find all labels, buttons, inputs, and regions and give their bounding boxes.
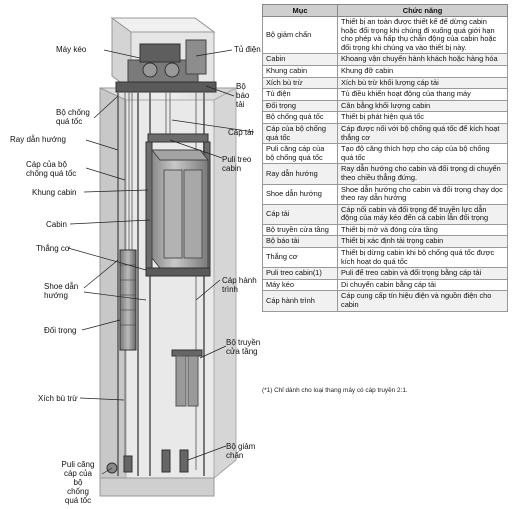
table-cell-item: Cáp hành trình	[263, 291, 338, 311]
table-cell-item: Xích bù trừ	[263, 77, 338, 89]
table-cell-function: Xích bù trừ khối lượng cáp tải	[338, 77, 508, 89]
table-cell-item: Cáp của bộ chống quá tốc	[263, 123, 338, 143]
table-cell-function: Tạo độ căng thích hợp cho cáp của bộ chố…	[338, 144, 508, 164]
table-cell-function: Khoang vận chuyển hành khách hoặc hàng h…	[338, 54, 508, 66]
label-bo-truyen-cua-tang: Bộ truyền cửa tầng	[226, 338, 260, 356]
table-cell-function: Thiết bị an toàn được thiết kế để dừng c…	[338, 17, 508, 54]
label-thang-co: Thắng cơ	[36, 244, 70, 253]
table-row: Đối trọngCân bằng khối lượng cabin	[263, 100, 508, 112]
table-cell-item: Shoe dẫn hướng	[263, 184, 338, 204]
table-cell-function: Khung đỡ cabin	[338, 65, 508, 77]
table-cell-function: Ray dẫn hướng cho cabin và đối trọng di …	[338, 164, 508, 184]
table-cell-item: Bộ truyền cửa tầng	[263, 224, 338, 236]
label-may-keo: Máy kéo	[56, 45, 86, 54]
label-shoe-dan-huong: Shoe dẫn hướng	[44, 282, 78, 300]
label-cap-bo-chong-qua-toc: Cáp của bộ chống quá tốc	[26, 160, 76, 178]
label-cap-tai: Cáp tải	[228, 128, 253, 137]
label-bo-chong-qua-toc: Bộ chống quá tốc	[56, 108, 90, 126]
label-cabin: Cabin	[46, 220, 67, 229]
table-cell-item: Đối trọng	[263, 100, 338, 112]
component-table-wrap: Mục Chức năng Bộ giảm chấnThiết bị an to…	[262, 4, 508, 312]
table-cell-function: Thiết bị phát hiện quá tốc	[338, 112, 508, 124]
label-khung-cabin: Khung cabin	[32, 188, 76, 197]
table-cell-item: Máy kéo	[263, 279, 338, 291]
table-cell-function: Cáp nối cabin và đối trọng để truyền lực…	[338, 204, 508, 224]
table-cell-item: Bộ giảm chấn	[263, 17, 338, 54]
table-cell-function: Cân bằng khối lượng cabin	[338, 100, 508, 112]
label-puli-treo-cabin: Puli treo cabin	[222, 155, 251, 173]
car	[146, 134, 210, 276]
table-cell-item: Puli treo cabin(1)	[263, 268, 338, 280]
elevator-diagram: Máy kéo Tủ điện Bộ báo tải Bộ chống quá …	[0, 0, 262, 504]
table-row: Máy kéoDi chuyển cabin bằng cáp tải	[263, 279, 508, 291]
table-cell-function: Thiết bị mở và đóng cửa tầng	[338, 224, 508, 236]
table-cell-item: Puli căng cáp của bộ chống quá tốc	[263, 144, 338, 164]
label-cap-hanh-trinh: Cáp hành trình	[222, 276, 257, 294]
label-tu-dien: Tủ điện	[234, 45, 261, 54]
table-row: Bộ báo tảiThiết bị xác định tải trọng ca…	[263, 236, 508, 248]
table-row: Khung cabinKhung đỡ cabin	[263, 65, 508, 77]
table-row: Thắng cơThiết bị dừng cabin khi bộ chống…	[263, 248, 508, 268]
table-cell-item: Cáp tải	[263, 204, 338, 224]
table-row: Cáp tảiCáp nối cabin và đối trọng để tru…	[263, 204, 508, 224]
label-bo-bao-tai: Bộ báo tải	[236, 82, 249, 109]
component-table: Mục Chức năng Bộ giảm chấnThiết bị an to…	[262, 4, 508, 312]
table-row: Bộ giảm chấnThiết bị an toàn được thiết …	[263, 17, 508, 54]
table-cell-item: Tủ điện	[263, 89, 338, 101]
table-row: Cáp hành trìnhCáp cung cấp tín hiệu điện…	[263, 291, 508, 311]
table-cell-function: Cáp được nối với bộ chống quá tốc để kíc…	[338, 123, 508, 143]
table-row: Shoe dẫn hướngShoe dẫn hướng cho cabin v…	[263, 184, 508, 204]
table-cell-function: Thiết bị dừng cabin khi bộ chống quá tốc…	[338, 248, 508, 268]
table-cell-item: Khung cabin	[263, 65, 338, 77]
table-cell-function: Puli để treo cabin và đối trọng bằng cáp…	[338, 268, 508, 280]
label-ray-dan-huong: Ray dẫn hướng	[10, 135, 66, 144]
label-xich-bu-tru: Xích bù trừ	[38, 394, 78, 403]
table-row: Bộ truyền cửa tầngThiết bị mở và đóng cử…	[263, 224, 508, 236]
table-cell-item: Bộ chống quá tốc	[263, 112, 338, 124]
table-row: Puli căng cáp của bộ chống quá tốcTạo độ…	[263, 144, 508, 164]
table-row: Xích bù trừXích bù trừ khối lượng cáp tả…	[263, 77, 508, 89]
table-cell-item: Cabin	[263, 54, 338, 66]
table-header-row: Mục Chức năng	[263, 5, 508, 17]
label-puli-cang: Puli căng cáp của bộ chống quá tốc	[50, 460, 106, 505]
table-cell-function: Thiết bị xác định tải trọng cabin	[338, 236, 508, 248]
table-header-chuc-nang: Chức năng	[338, 5, 508, 17]
table-cell-item: Ray dẫn hướng	[263, 164, 338, 184]
label-bo-giam-chan: Bộ giảm chấn	[226, 442, 262, 460]
table-cell-function: Tủ điều khiển hoạt động của thang máy	[338, 89, 508, 101]
footnote: (*1) Chỉ dành cho loại thang máy có cáp …	[262, 387, 508, 394]
table-cell-item: Bộ báo tải	[263, 236, 338, 248]
table-cell-function: Shoe dẫn hướng cho cabin và đối trọng ch…	[338, 184, 508, 204]
table-cell-item: Thắng cơ	[263, 248, 338, 268]
table-cell-function: Di chuyển cabin bằng cáp tải	[338, 279, 508, 291]
table-row: Tủ điệnTủ điều khiển hoạt động của thang…	[263, 89, 508, 101]
label-doi-trong: Đối trọng	[44, 326, 76, 335]
table-header-muc: Mục	[263, 5, 338, 17]
table-row: Bộ chống quá tốcThiết bị phát hiện quá t…	[263, 112, 508, 124]
table-row: Cáp của bộ chống quá tốcCáp được nối với…	[263, 123, 508, 143]
table-cell-function: Cáp cung cấp tín hiệu điện và nguồn điện…	[338, 291, 508, 311]
table-body: Bộ giảm chấnThiết bị an toàn được thiết …	[263, 17, 508, 312]
table-row: Ray dẫn hướngRay dẫn hướng cho cabin và …	[263, 164, 508, 184]
table-row: Puli treo cabin(1)Puli để treo cabin và …	[263, 268, 508, 280]
table-row: CabinKhoang vận chuyển hành khách hoặc h…	[263, 54, 508, 66]
